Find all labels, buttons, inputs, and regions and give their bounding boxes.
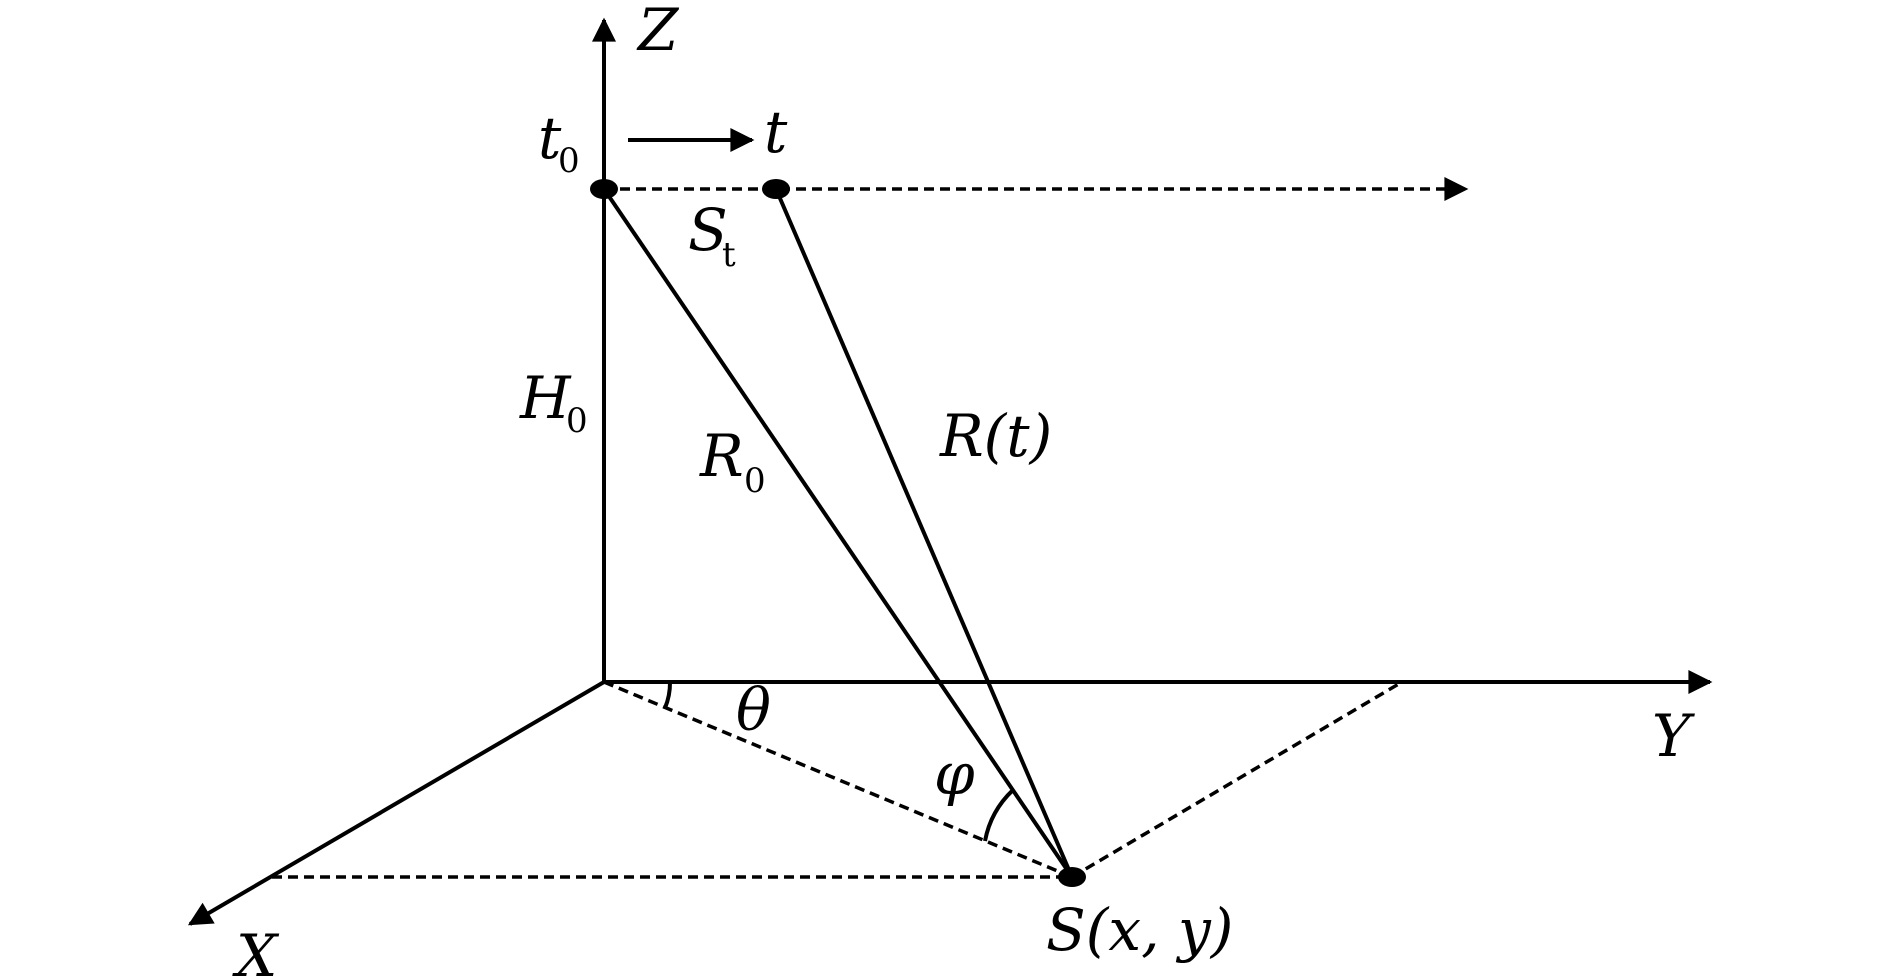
target-label: S(x, y) bbox=[1046, 896, 1233, 964]
phi-label: φ bbox=[934, 740, 975, 808]
h0-label: H bbox=[519, 364, 572, 432]
y-projection-line bbox=[1071, 680, 1403, 879]
y-axis-label: Y bbox=[1652, 702, 1695, 770]
ground-projection-line bbox=[603, 680, 1073, 879]
h0-subscript: 0 bbox=[566, 401, 588, 441]
r0-subscript: 0 bbox=[744, 461, 766, 501]
position-t0-point bbox=[590, 179, 618, 199]
rt-line bbox=[774, 188, 1074, 878]
r0-line bbox=[602, 187, 1074, 879]
st-subscript: t bbox=[722, 235, 736, 275]
position-t-point bbox=[762, 179, 790, 199]
target-point bbox=[1058, 867, 1086, 887]
t-label: t bbox=[764, 98, 788, 166]
r0-label: R bbox=[699, 422, 744, 490]
t0-subscript: 0 bbox=[558, 141, 580, 181]
st-label: S bbox=[688, 196, 728, 264]
phi-arc bbox=[983, 788, 1015, 842]
x-axis-label: X bbox=[232, 922, 280, 976]
t0-label: t bbox=[538, 104, 562, 172]
x-axis bbox=[187, 680, 606, 926]
theta-label: θ bbox=[736, 676, 771, 744]
theta-arc bbox=[663, 681, 673, 709]
rt-label: R(t) bbox=[939, 402, 1052, 470]
z-axis-label: Z bbox=[636, 0, 680, 64]
